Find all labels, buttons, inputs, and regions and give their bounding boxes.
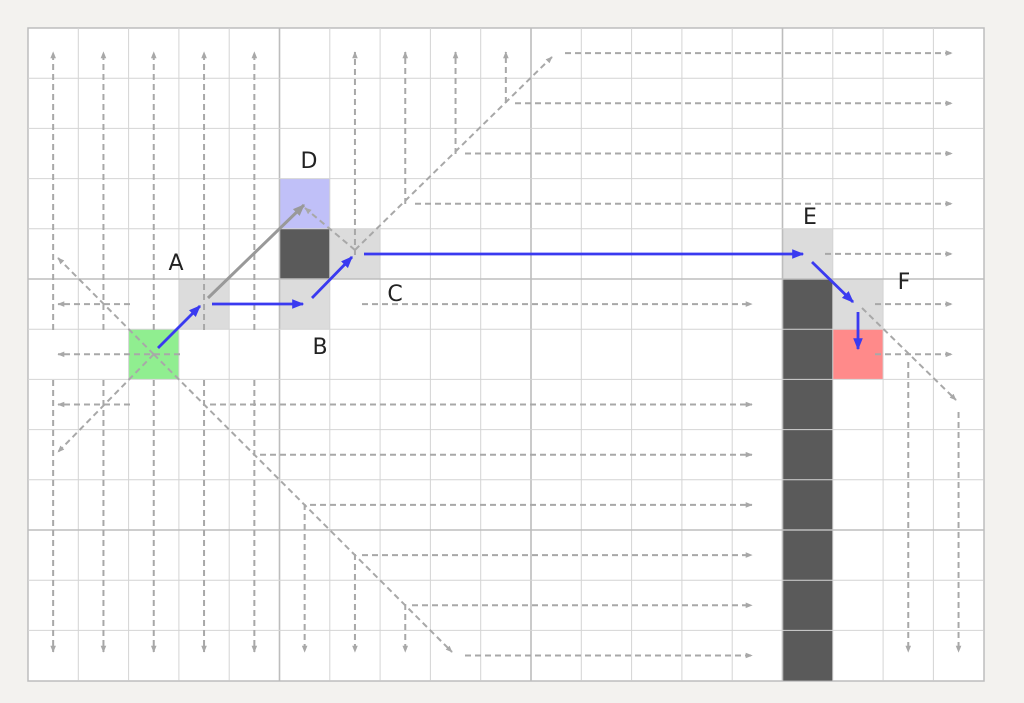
node-labels: A B C D E F [168, 149, 910, 360]
path-arrows [157, 249, 863, 351]
wall-cell [782, 279, 833, 330]
wall-cell [782, 630, 833, 681]
node-label-d: D [301, 149, 318, 174]
scan-arrow [861, 307, 957, 401]
scan-arrow [304, 207, 356, 251]
node-label-a: A [168, 251, 183, 276]
wall-cell [782, 530, 833, 581]
wall-cell [782, 479, 833, 530]
grid-lines [28, 28, 984, 681]
node-label-c: C [387, 282, 402, 307]
path-arrow-e-to-f [811, 260, 854, 304]
scan-arrows [50, 50, 962, 659]
wall-cell [279, 228, 330, 279]
scan-arrow [57, 353, 155, 453]
pruned-arrows [206, 203, 306, 300]
scan-arrow [153, 353, 453, 653]
node-label-f: F [898, 270, 911, 295]
node-label-e: E [803, 205, 817, 230]
path-arrow-b-to-c [310, 256, 354, 299]
pruned-arrow [206, 203, 306, 300]
wall-cell [782, 329, 833, 380]
wall-cell [782, 429, 833, 480]
wall-cell [782, 379, 833, 430]
node-label-b: B [312, 335, 327, 360]
scan-arrow [57, 257, 155, 356]
path-arrow-start-to-a [157, 305, 201, 349]
scan-arrow [354, 56, 553, 251]
wall-cell [782, 580, 833, 631]
